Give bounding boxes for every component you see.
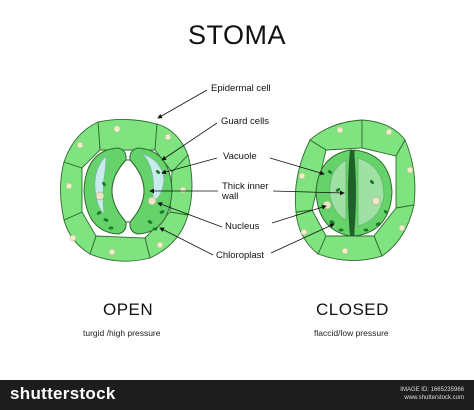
open-caption: turgid /high pressure bbox=[83, 328, 161, 338]
image-id-block: IMAGE ID: 1665235966 www.shutterstock.co… bbox=[400, 386, 464, 402]
closed-epidermal-cells bbox=[294, 119, 416, 261]
label-vacuole: Vacuole bbox=[223, 151, 257, 162]
open-epidermal-cells bbox=[60, 119, 193, 262]
open-guard-nucleus-right bbox=[147, 196, 157, 206]
open-heading: OPEN bbox=[103, 300, 154, 319]
closed-stoma bbox=[294, 119, 416, 261]
closed-epidermal-nuclei bbox=[298, 126, 414, 255]
site-url: www.shutterstock.com bbox=[404, 395, 464, 401]
closed-vacuole-right bbox=[357, 157, 385, 227]
closed-heading: CLOSED bbox=[316, 300, 389, 319]
open-chloroplasts bbox=[96, 170, 165, 231]
open-stoma bbox=[60, 119, 193, 262]
label-thick-inner-wall: Thick inner bbox=[222, 181, 269, 192]
footer-bar: shutterstock IMAGE ID: 1665235966 www.sh… bbox=[0, 380, 474, 410]
label-chloroplast: Chloroplast bbox=[216, 250, 265, 261]
open-epidermal-nuclei bbox=[65, 125, 187, 256]
open-stomatal-pore bbox=[111, 159, 145, 223]
closed-caption: flaccid/low pressure bbox=[314, 328, 389, 338]
open-guard-nucleus-left bbox=[95, 191, 105, 201]
closed-chloroplasts bbox=[327, 170, 389, 232]
closed-guard-nucleus-right bbox=[371, 196, 381, 206]
label-thick-inner-wall-cont: wall bbox=[222, 191, 239, 202]
brand-logo: shutterstock bbox=[10, 384, 116, 403]
stoma-diagram bbox=[60, 89, 416, 262]
closed-thick-inner-wall bbox=[348, 150, 356, 236]
closed-guard-nucleus-left bbox=[322, 200, 332, 210]
image-id: IMAGE ID: 1665235966 bbox=[400, 387, 464, 393]
label-guard-cells: Guard cells bbox=[221, 116, 270, 127]
label-epidermal-cell: Epidermal cell bbox=[211, 83, 271, 94]
diagram-title: STOMA bbox=[187, 20, 286, 50]
leader-lines bbox=[149, 89, 345, 256]
label-nucleus: Nucleus bbox=[225, 221, 260, 232]
